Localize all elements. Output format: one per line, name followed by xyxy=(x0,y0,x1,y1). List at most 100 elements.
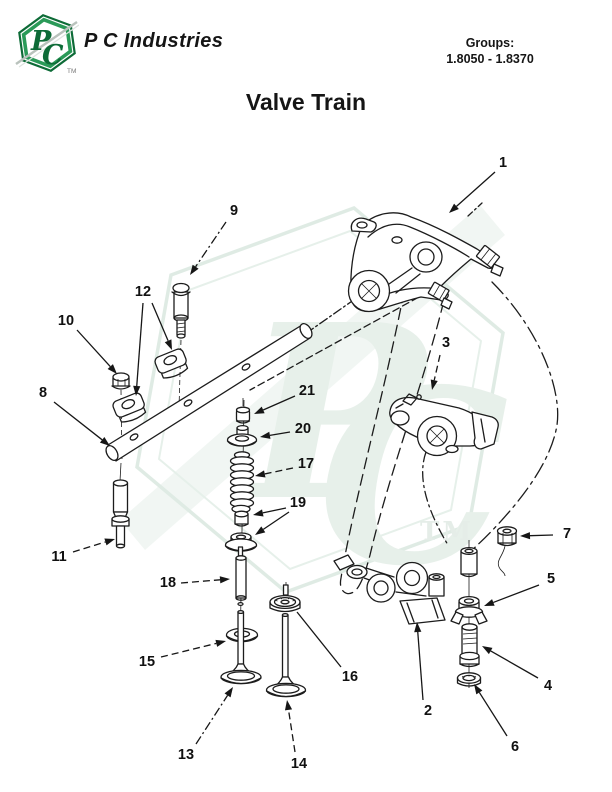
callout-number-10: 10 xyxy=(58,313,74,329)
callout-7: 7 xyxy=(520,526,571,542)
callout-leader-line xyxy=(195,695,229,745)
callout-arrowhead xyxy=(284,700,293,711)
callout-leader-line xyxy=(160,642,217,658)
callout-12: 12 xyxy=(133,284,172,396)
callout-10: 10 xyxy=(58,313,117,374)
callout-arrowhead xyxy=(254,406,265,414)
callout-number-12: 12 xyxy=(135,284,151,300)
logo-letter-c: C xyxy=(42,40,64,71)
callout-21: 21 xyxy=(254,383,315,414)
callout-arrowhead xyxy=(430,379,438,390)
callout-number-13: 13 xyxy=(178,747,194,763)
callout-leader-line xyxy=(493,584,540,604)
callout-number-15: 15 xyxy=(139,654,155,670)
callout-leader-line xyxy=(76,329,111,368)
callout-leader-line xyxy=(269,431,291,436)
callout-leader-line xyxy=(151,302,169,342)
rocker-arm-assembly-top xyxy=(347,212,504,313)
callout-number-3: 3 xyxy=(442,335,450,351)
callout-arrowhead xyxy=(484,599,495,606)
callout-arrowhead xyxy=(520,532,531,540)
callout-arrowhead xyxy=(449,203,459,213)
callout-11: 11 xyxy=(51,538,115,565)
callout-leader-line xyxy=(296,611,342,668)
groups-label: Groups: xyxy=(465,36,515,50)
rocker-arm-bottom xyxy=(333,546,478,625)
valve-seal-small xyxy=(234,510,249,527)
callout-arrowhead xyxy=(219,576,230,584)
callout-number-19: 19 xyxy=(290,495,306,511)
callout-leader-line xyxy=(53,401,103,441)
callout-arrowhead xyxy=(224,687,233,698)
adjusting-screw xyxy=(459,623,480,668)
shaft-clamp-lower xyxy=(112,392,147,423)
callout-number-20: 20 xyxy=(295,421,311,437)
callout-1: 1 xyxy=(449,155,507,213)
callout-17: 17 xyxy=(255,456,314,478)
callout-arrowhead xyxy=(260,431,271,439)
callout-arrowhead xyxy=(474,684,483,695)
callout-number-4: 4 xyxy=(544,678,552,694)
callout-number-14: 14 xyxy=(291,756,307,772)
callout-leader-line xyxy=(72,541,106,553)
shaft-bolt-short xyxy=(111,372,131,390)
callout-leader-line xyxy=(262,507,287,514)
callout-number-7: 7 xyxy=(563,526,571,542)
callout-leader-line xyxy=(180,579,221,584)
callout-20: 20 xyxy=(260,421,311,439)
valve-stem-cap xyxy=(235,398,251,424)
callout-number-18: 18 xyxy=(160,575,176,591)
spring-retainer xyxy=(226,424,258,447)
callout-leader-line xyxy=(417,631,424,701)
logo-slash xyxy=(15,21,78,65)
callout-number-9: 9 xyxy=(230,203,238,219)
callout-arrowhead xyxy=(190,264,199,275)
groups-value: 1.8050 - 1.8370 xyxy=(446,52,534,66)
callout-3: 3 xyxy=(430,335,450,390)
callout-leader-line xyxy=(529,534,554,537)
callout-arrowhead xyxy=(99,436,110,446)
callout-15: 15 xyxy=(139,639,226,670)
callout-14: 14 xyxy=(284,700,307,772)
callout-number-8: 8 xyxy=(39,385,47,401)
logo-slash-highlight xyxy=(18,24,79,68)
callout-arrowhead xyxy=(104,538,115,546)
callout-number-16: 16 xyxy=(342,669,358,685)
logo-tm-mark: TM xyxy=(67,68,76,75)
callout-leader-line xyxy=(287,709,296,753)
shaft-clamp-upper xyxy=(154,348,189,379)
callout-arrowhead xyxy=(255,470,266,478)
callout-number-5: 5 xyxy=(547,571,555,587)
push-rod xyxy=(111,479,130,549)
callout-arrowhead xyxy=(164,339,172,350)
logo-letter-p: P xyxy=(30,26,52,57)
valve-seal-assembly xyxy=(224,532,258,552)
callout-number-1: 1 xyxy=(499,155,507,171)
callout-8: 8 xyxy=(39,385,110,446)
callout-leader-line xyxy=(262,395,296,411)
callout-arrowhead xyxy=(255,526,266,535)
lock-nut-with-wire xyxy=(496,526,518,577)
callout-16: 16 xyxy=(296,611,358,685)
callout-leader-line xyxy=(433,354,441,381)
callout-4: 4 xyxy=(482,646,552,694)
intake-valve xyxy=(220,609,262,685)
callout-number-17: 17 xyxy=(298,456,314,472)
callout-arrowhead xyxy=(107,364,117,374)
page-title: Valve Train xyxy=(245,89,367,115)
shaft-bolt-long xyxy=(171,282,191,339)
pc-industries-logo: P C TM xyxy=(15,14,79,75)
valve-spring xyxy=(229,451,255,514)
groups-block: Groups: 1.8050 - 1.8370 xyxy=(419,35,561,67)
callout-9: 9 xyxy=(190,203,238,275)
callout-arrowhead xyxy=(414,622,422,633)
valve-rotator xyxy=(269,584,301,613)
callout-6: 6 xyxy=(474,684,519,755)
callout-number-21: 21 xyxy=(299,383,315,399)
callout-leader-line xyxy=(490,650,539,679)
rocker-arm-middle xyxy=(389,393,499,457)
callout-arrowhead xyxy=(482,646,493,655)
